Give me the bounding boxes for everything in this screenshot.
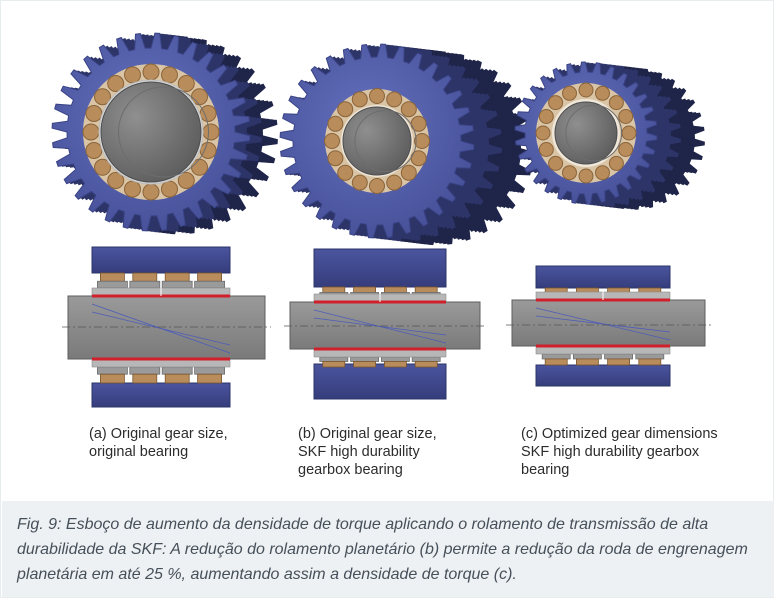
roller-section-bottom-c (638, 358, 662, 366)
gear-block-top-b (313, 248, 447, 288)
roller-section-top-b (322, 286, 346, 293)
roller-a (107, 172, 125, 189)
gear-a (51, 32, 278, 235)
cross-section-b (284, 248, 486, 400)
roller-section-top-a (164, 272, 190, 282)
roller-a (199, 105, 217, 122)
torque-density-figure (1, 1, 774, 501)
gear-block-bottom-a (91, 382, 231, 408)
roller-b (324, 133, 340, 149)
roller-a (85, 105, 103, 122)
roller-c (621, 125, 637, 141)
roller-c (548, 155, 564, 171)
roller-a (177, 172, 195, 189)
gear-block-bottom-b (313, 363, 447, 400)
shaft-b (289, 301, 481, 350)
gear-c (514, 61, 705, 210)
roller-c (578, 82, 594, 98)
roller-b (414, 133, 430, 149)
roller-section-top-a (132, 272, 158, 282)
gear-block-top-c (535, 265, 671, 289)
roller-section-bottom-c (544, 358, 568, 366)
cross-section-row (62, 246, 711, 408)
figure-caption-box: Fig. 9: Esboço de aumento da densidade d… (2, 501, 774, 597)
roller-section-bottom-c (576, 358, 599, 366)
roller-c (548, 95, 564, 111)
roller-c (538, 142, 554, 157)
roller-c (618, 142, 634, 157)
roller-c (608, 95, 624, 111)
figure-caption: Fig. 9: Esboço de aumento da densidade d… (17, 516, 748, 583)
roller-section-top-b (353, 286, 377, 293)
roller-b (369, 88, 385, 104)
roller-section-bottom-b (353, 361, 377, 368)
roller-a (124, 180, 141, 198)
roller-c (608, 155, 624, 171)
roller-b (386, 174, 403, 191)
roller-c (538, 109, 554, 124)
roller-b (400, 101, 417, 118)
roller-section-bottom-b (322, 361, 346, 368)
roller-c (562, 85, 577, 101)
roller-b (327, 115, 344, 132)
roller-a (199, 142, 217, 159)
roller-a (142, 183, 160, 201)
roller-section-bottom-a (197, 373, 223, 384)
cross-section-c (506, 265, 711, 387)
roller-a (82, 123, 100, 141)
roller-section-top-b (383, 286, 407, 293)
roller-a (161, 180, 178, 198)
roller-a (177, 75, 195, 92)
roller-b (337, 164, 354, 181)
roller-section-bottom-a (164, 373, 190, 384)
roller-a (142, 63, 160, 81)
roller-section-bottom-c (607, 358, 630, 366)
roller-section-top-b (414, 286, 438, 293)
roller-b (400, 164, 417, 181)
roller-section-top-a (197, 272, 223, 282)
shaft-a (67, 295, 266, 360)
hub-c (554, 101, 618, 165)
roller-c (535, 125, 551, 141)
roller-a (94, 88, 111, 106)
roller-b (351, 91, 368, 108)
panel-a-caption: (a) Original gear size, original bearing (89, 426, 228, 460)
roller-b (327, 150, 344, 167)
roller-section-bottom-b (383, 361, 407, 368)
gear-b (279, 43, 534, 246)
shaft-c (511, 299, 706, 347)
gear-bearing-illustration (51, 32, 711, 408)
roller-section-bottom-a (132, 373, 158, 384)
roller-a (85, 142, 103, 159)
hub-a (100, 81, 202, 183)
roller-b (386, 91, 403, 108)
roller-b (369, 178, 385, 194)
roller-c (595, 85, 610, 101)
panel-c-caption: (c) Optimized gear dimensions SKF high d… (521, 426, 718, 478)
gear-block-bottom-c (535, 364, 671, 387)
roller-a (124, 66, 141, 84)
roller-c (562, 165, 577, 181)
roller-c (578, 168, 594, 184)
roller-b (351, 174, 368, 191)
hub-b (342, 106, 412, 176)
roller-a (94, 158, 111, 176)
roller-section-bottom-a (100, 373, 125, 384)
gear-row (51, 32, 705, 246)
roller-a (202, 123, 220, 141)
roller-b (337, 101, 354, 118)
roller-section-top-a (100, 272, 125, 282)
roller-c (595, 165, 610, 181)
cross-section-a (62, 246, 271, 408)
roller-a (107, 75, 125, 92)
roller-c (618, 109, 634, 124)
gear-block-top-a (91, 246, 231, 274)
roller-section-bottom-b (414, 361, 438, 368)
roller-a (161, 66, 178, 84)
panel-b-caption: (b) Original gear size, SKF high durabil… (298, 426, 437, 478)
